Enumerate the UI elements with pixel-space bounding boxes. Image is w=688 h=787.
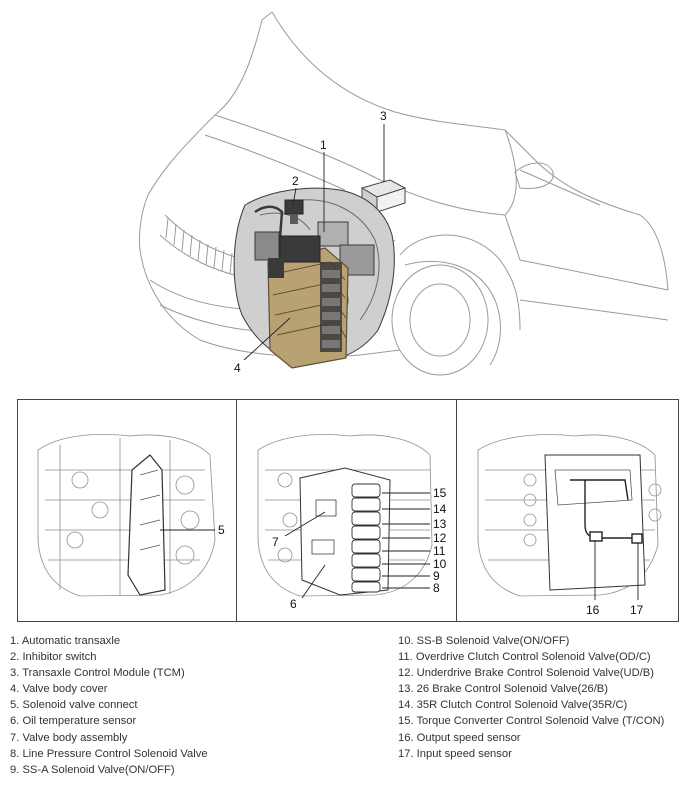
- solenoid-valve-stack: [351, 483, 381, 593]
- speed-sensor-harness: [570, 479, 643, 544]
- callout-1: 1: [320, 138, 327, 152]
- callout-8: 8: [433, 581, 440, 595]
- callout-14: 14: [433, 502, 447, 516]
- legend-item: 16. Output speed sensor: [398, 731, 521, 744]
- panel-1-transaxle-side-view: [37, 434, 216, 597]
- panel-2-leaders: [284, 492, 430, 599]
- callout-3: 3: [380, 109, 387, 123]
- legend-item: 9. SS-A Solenoid Valve(ON/OFF): [10, 763, 175, 776]
- legend-item: 10. SS-B Solenoid Valve(ON/OFF): [398, 635, 570, 647]
- callout-7: 7: [272, 535, 279, 549]
- callout-9: 9: [433, 569, 440, 583]
- legend-item: 7. Valve body assembly: [10, 731, 128, 744]
- callout-6: 6: [290, 597, 297, 611]
- legend-item: 11. Overdrive Clutch Control Solenoid Va…: [398, 651, 651, 664]
- valve-body-cover: [267, 235, 349, 369]
- legend-item: 1. Automatic transaxle: [10, 635, 121, 647]
- callout-15: 15: [433, 486, 447, 500]
- callout-12: 12: [433, 531, 447, 545]
- legend-item: 4. Valve body cover: [10, 683, 108, 696]
- callout-2: 2: [292, 174, 299, 188]
- legend-item: 17. Input speed sensor: [398, 747, 512, 760]
- panel-3-leaders: [594, 540, 639, 600]
- detail-panels-frame: [17, 399, 679, 622]
- callout-11: 11: [433, 544, 446, 558]
- callout-13: 13: [433, 517, 447, 531]
- inhibitor-switch: [284, 199, 304, 224]
- callout-17: 17: [630, 603, 644, 617]
- legend-item: 13. 26 Brake Control Solenoid Valve(26/B…: [398, 683, 608, 696]
- legend-right-column: 10. SS-B Solenoid Valve(ON/OFF) 11. Over…: [398, 633, 664, 762]
- callout-5: 5: [218, 523, 225, 537]
- callout-16: 16: [586, 603, 600, 617]
- solenoid-connector-harness: [127, 454, 166, 596]
- legend-item: 6. Oil temperature sensor: [10, 715, 137, 728]
- transaxle-component-diagram: 1 2 3 4 5: [17, 11, 679, 622]
- legend-item: 14. 35R Clutch Control Solenoid Valve(35…: [398, 699, 628, 712]
- legend-item: 8. Line Pressure Control Solenoid Valve: [10, 747, 208, 760]
- legend-item: 3. Transaxle Control Module (TCM): [10, 667, 185, 680]
- legend-item: 2. Inhibitor switch: [10, 651, 97, 664]
- legend-item: 5. Solenoid valve connect: [10, 699, 138, 712]
- callout-4: 4: [234, 361, 241, 375]
- legend-left-column: 1. Automatic transaxle 2. Inhibitor swit…: [10, 633, 208, 778]
- legend-item: 15. Torque Converter Control Solenoid Va…: [398, 715, 665, 728]
- panel-2-callout-numbers: 15 14 13 12 11 10 9 8 7 6: [272, 486, 447, 611]
- transmission-case-opening: [544, 454, 646, 591]
- callout-10: 10: [433, 557, 447, 571]
- top-callout-numbers: 1 2 3 4: [234, 109, 387, 375]
- legend-item: 12. Underdrive Brake Control Solenoid Va…: [398, 667, 654, 680]
- top-leader-lines: [243, 124, 385, 361]
